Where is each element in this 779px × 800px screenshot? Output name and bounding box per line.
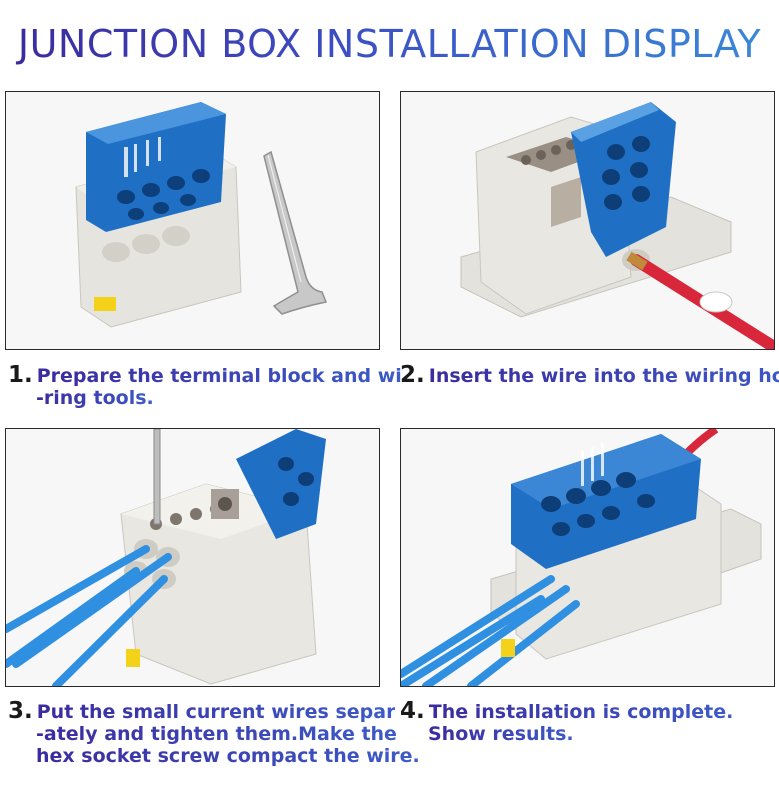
step-number: 1. xyxy=(8,362,33,388)
insert-wire-illustration xyxy=(460,102,774,349)
step-2-image xyxy=(400,91,775,350)
step-text-line: Prepare the terminal block and wi xyxy=(36,365,402,387)
step-text-line: Put the small current wires separ xyxy=(36,701,396,723)
completed-junction-box-illustration xyxy=(401,429,762,686)
step-4-image xyxy=(400,428,775,687)
step-1-image xyxy=(5,91,380,350)
step-4-caption: 4.The installation is complete. Show res… xyxy=(400,698,734,746)
step-text-line: hex socket screw compact the wire. xyxy=(36,745,420,767)
step-text-line: Insert the wire into the wiring hole. xyxy=(429,365,779,387)
step-3-image xyxy=(5,428,380,687)
step-text-line: Show results. xyxy=(428,723,574,745)
terminal-block-and-hex-key-illustration xyxy=(75,102,328,328)
page-title: JUNCTION BOX INSTALLATION DISPLAY xyxy=(0,22,779,66)
step-number: 4. xyxy=(400,698,425,724)
step-text-line: -ately and tighten them.Make the xyxy=(36,723,397,745)
step-3-caption: 3.Put the small current wires separ -ate… xyxy=(8,698,420,768)
step-2-caption: 2.Insert the wire into the wiring hole. xyxy=(400,362,779,388)
step-text-line: The installation is complete. xyxy=(428,701,734,723)
step-number: 3. xyxy=(8,698,33,724)
step-1-caption: 1.Prepare the terminal block and wi -rin… xyxy=(8,362,402,410)
step-text-line: -ring tools. xyxy=(36,387,154,409)
step-number: 2. xyxy=(400,362,425,388)
tighten-wires-illustration xyxy=(6,429,326,686)
